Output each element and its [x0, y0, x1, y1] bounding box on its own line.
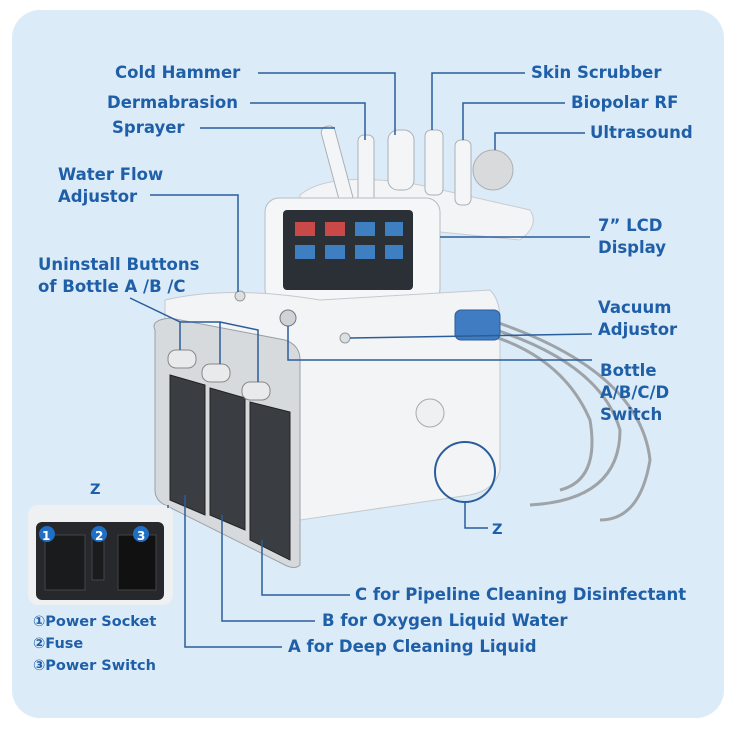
label-line: 7” LCD [598, 216, 663, 235]
label-z-callout: Z [492, 522, 503, 538]
label-uninstall-buttons: Uninstall Buttons of Bottle A /B /C [38, 254, 199, 298]
label-line: Water Flow [58, 165, 164, 184]
label-skin-scrubber: Skin Scrubber [531, 63, 662, 82]
label-line: Uninstall Buttons [38, 255, 200, 274]
label-line: Adjustor [58, 187, 138, 206]
inset-legend: ①Power Socket ②Fuse ③Power Switch [33, 611, 156, 677]
badge-3: 3 [137, 529, 146, 543]
label-dermabrasion: Dermabrasion [107, 93, 238, 112]
legend-power-socket: ①Power Socket [33, 614, 157, 630]
label-bottle-a: A for Deep Cleaning Liquid [288, 637, 537, 656]
label-line: of Bottle A /B /C [38, 277, 186, 296]
bottles [169, 374, 291, 561]
leader-lines [129, 72, 593, 648]
label-line: Bottle [600, 361, 657, 380]
label-bottle-c: C for Pipeline Cleaning Disinfectant [355, 585, 687, 604]
lcd-screen [283, 210, 413, 290]
badge-1: 1 [42, 529, 51, 543]
label-ultrasound: Ultrasound [590, 123, 693, 142]
label-lcd-display: 7” LCD Display [598, 215, 666, 259]
label-line: Adjustor [598, 320, 678, 339]
label-biopolar-rf: Biopolar RF [571, 93, 679, 112]
handpieces [320, 125, 514, 206]
label-line: Vacuum [598, 298, 672, 317]
label-line: A/B/C/D [600, 383, 670, 402]
label-cold-hammer: Cold Hammer [115, 63, 241, 82]
label-line: Switch [600, 405, 663, 424]
label-sprayer: Sprayer [112, 118, 185, 137]
badge-2: 2 [95, 529, 104, 543]
legend-power-switch: ③Power Switch [33, 658, 156, 674]
label-line: Display [598, 238, 667, 257]
label-bottle-b: B for Oxygen Liquid Water [322, 611, 568, 630]
label-z-inset: Z [90, 482, 101, 498]
legend-fuse: ②Fuse [33, 636, 84, 652]
